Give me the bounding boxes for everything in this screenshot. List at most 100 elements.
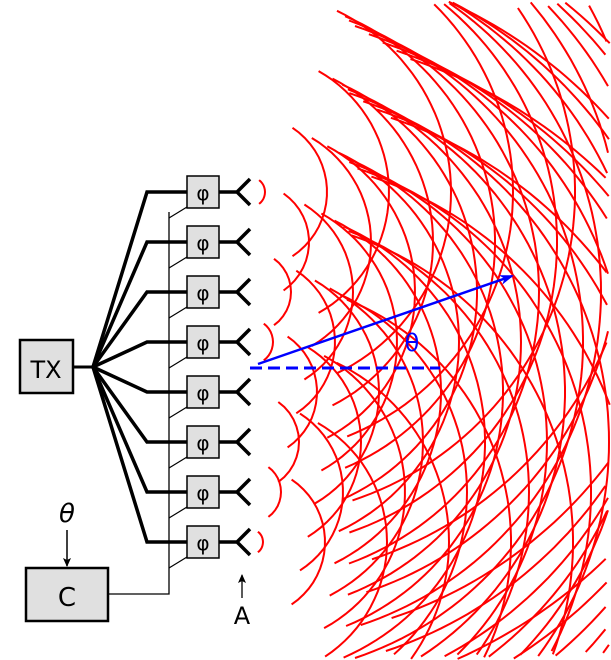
phase-shifter-label: φ	[196, 331, 209, 355]
wavefront-arc	[602, 644, 610, 654]
wavefront-arc	[346, 298, 512, 658]
wavefront-arc	[519, 509, 609, 656]
phase-shifter-label: φ	[196, 181, 209, 205]
phase-shifter-icon	[186, 225, 220, 259]
wavefront-arc	[529, 1, 609, 153]
wavefront-arc	[354, 25, 584, 659]
phase-shifter-icon	[186, 375, 220, 409]
antenna-icon	[219, 427, 252, 457]
wavefront-arc	[291, 478, 326, 606]
wavefront-arc	[334, 219, 443, 565]
wavefront-arc	[344, 15, 496, 469]
transmitter-box	[18, 338, 75, 395]
wavefront-arc	[314, 279, 381, 505]
phase-shifter-icon	[186, 525, 220, 559]
control-line	[168, 506, 188, 519]
wavefront-arc	[277, 401, 301, 483]
phase-shifter-icon	[186, 175, 220, 209]
control-bus	[108, 212, 170, 595]
phase-shifter-label: φ	[196, 281, 209, 305]
wavefront-arc	[382, 41, 608, 220]
wavefront-arc	[348, 92, 566, 658]
wavefront-arc	[267, 466, 283, 518]
wavefront-arc	[343, 225, 486, 659]
wavefront-arc	[257, 530, 265, 554]
wavefront-arc	[273, 258, 293, 326]
array-element: φ	[92, 325, 252, 369]
array-element: φ	[91, 175, 252, 368]
wavefront-arc	[318, 70, 390, 314]
array-element: φ	[91, 365, 252, 469]
antenna-icon	[219, 277, 252, 307]
wavefront-arc	[349, 3, 558, 534]
wavefront-arc	[444, 497, 609, 658]
feed-line	[91, 240, 187, 368]
wavefront-arc	[554, 606, 607, 657]
wavefronts	[257, 0, 611, 660]
wavefront-arc	[455, 4, 608, 174]
control-line	[168, 356, 188, 369]
phase-shifter-label: φ	[196, 431, 209, 455]
steering-input-label: θ	[59, 499, 75, 529]
wavefront-arc	[371, 342, 608, 561]
wavefront-arc	[299, 412, 344, 572]
wavefront-arc	[326, 145, 416, 439]
wavefront-arc	[263, 322, 275, 362]
feed-line	[91, 366, 187, 494]
array-element: φ	[91, 366, 252, 569]
wavefront-arc	[291, 126, 328, 258]
control-line	[168, 456, 188, 469]
wavefront-arc	[303, 203, 355, 381]
wavefront-arc	[348, 230, 531, 656]
wavefront-arc	[345, 157, 504, 627]
antenna-label: A	[234, 602, 251, 630]
control-line	[168, 206, 188, 219]
wavefront-arc	[556, 2, 607, 56]
wavefront-arc	[286, 335, 318, 449]
wavefront-arc	[448, 0, 610, 120]
wavefront-arc	[366, 331, 609, 594]
wavefront-arc	[376, 108, 608, 306]
wavefront-arc	[391, 462, 609, 620]
wavefront-arc	[351, 234, 574, 655]
array-element: φ	[91, 225, 252, 368]
array-element: φ	[91, 275, 252, 369]
antenna-icon	[219, 327, 252, 357]
wavefront-arc	[360, 2, 603, 627]
control-line	[168, 556, 188, 569]
control-line	[168, 406, 188, 419]
wavefront-arc	[371, 175, 611, 406]
beam-angle-label: θ	[405, 329, 420, 357]
wavefront-arc	[338, 151, 461, 533]
wavefront-arc	[295, 269, 336, 415]
controller-box	[24, 566, 110, 623]
wavefront-arc	[390, 116, 608, 274]
phase-shifter-icon	[186, 425, 220, 459]
wavefront-arc	[488, 510, 608, 658]
wavefront-arc	[323, 355, 406, 629]
feed-line	[92, 340, 187, 369]
wavefront-arc	[362, 100, 611, 657]
wavefront-arc	[348, 19, 541, 565]
wavefront-arc	[396, 49, 610, 197]
feed-line	[92, 365, 187, 394]
wavefront-arc	[258, 179, 267, 205]
feed-line	[91, 290, 187, 369]
wavefront-arc	[357, 167, 592, 652]
antenna-icon	[219, 227, 252, 257]
wavefront-arc	[564, 1, 611, 44]
wavefront-arc	[547, 5, 609, 87]
feed-line	[91, 366, 187, 544]
phase-shifter-icon	[186, 475, 220, 509]
feed-line	[91, 365, 187, 444]
wavefront-arc	[282, 192, 310, 292]
phase-shifter-label: φ	[196, 481, 209, 505]
control-line	[168, 256, 188, 269]
beam-direction-arrow	[257, 274, 514, 366]
feed-line	[91, 190, 187, 368]
phase-shifter-label: φ	[196, 381, 209, 405]
wavefront-arc	[307, 346, 363, 538]
antenna-icon	[219, 177, 252, 207]
wavefront-arc	[341, 83, 478, 501]
controller-label: C	[58, 583, 76, 613]
